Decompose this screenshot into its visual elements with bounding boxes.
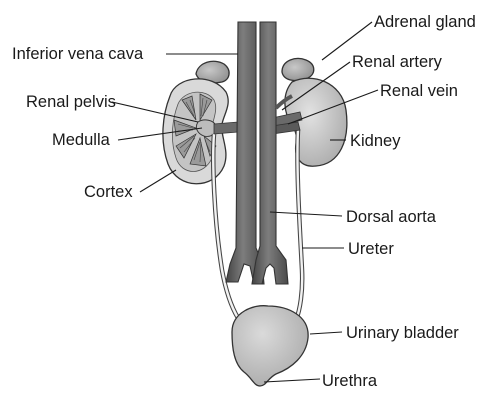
label-adrenal-gland: Adrenal gland <box>374 13 476 31</box>
label-inferior-vena-cava: Inferior vena cava <box>12 45 144 63</box>
label-medulla: Medulla <box>52 131 111 149</box>
right-adrenal-gland <box>282 59 314 81</box>
label-urinary-bladder: Urinary bladder <box>346 324 459 342</box>
label-kidney: Kidney <box>350 132 401 150</box>
label-renal-vein: Renal vein <box>380 82 458 100</box>
urinary-bladder <box>232 306 308 386</box>
label-urethra: Urethra <box>322 372 378 390</box>
label-dorsal-aorta: Dorsal aorta <box>346 208 437 226</box>
dorsal-aorta <box>252 22 288 284</box>
inferior-vena-cava <box>226 22 264 284</box>
label-renal-pelvis: Renal pelvis <box>26 93 116 111</box>
label-ureter: Ureter <box>348 240 394 258</box>
label-cortex: Cortex <box>84 183 133 201</box>
renal-vein-left <box>214 122 238 134</box>
label-renal-artery: Renal artery <box>352 53 443 71</box>
